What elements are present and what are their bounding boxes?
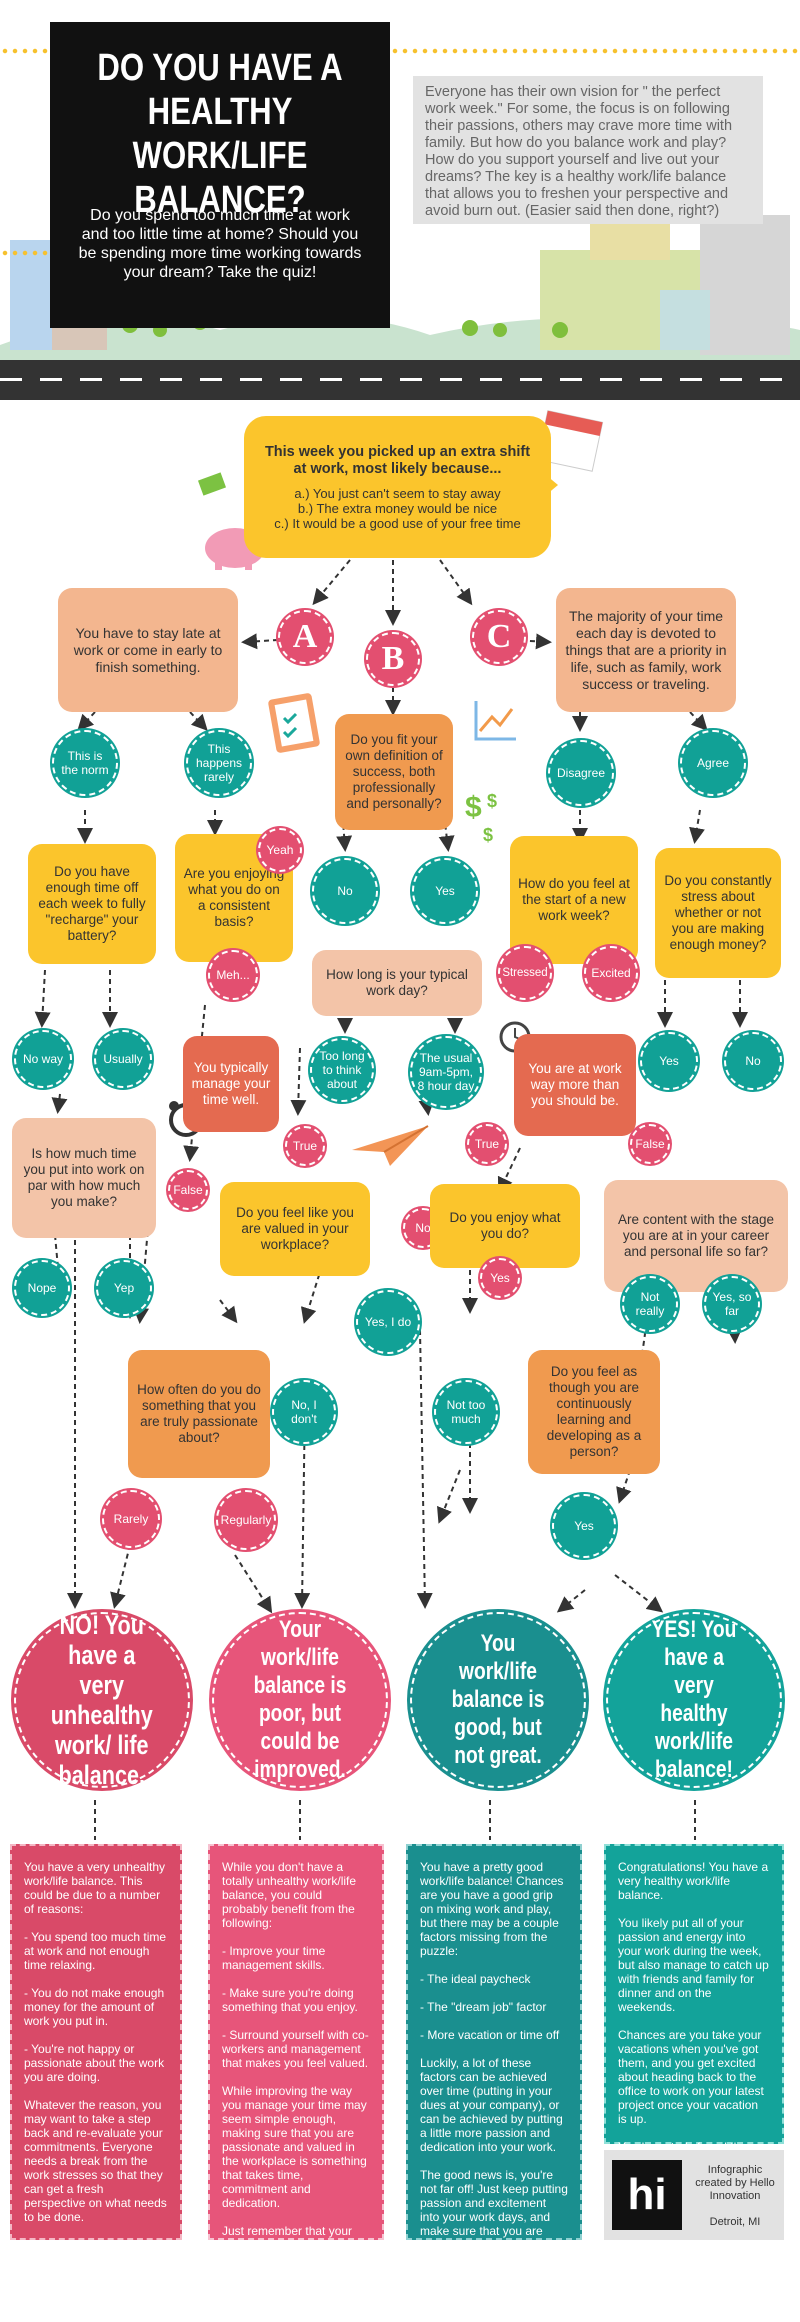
regularly-circle: Regularly bbox=[216, 1490, 276, 1550]
dollar-icon: $ $ $ bbox=[465, 791, 497, 845]
calendar-icon bbox=[537, 410, 604, 472]
a-stay-late-box: You have to stay late at work or come in… bbox=[58, 588, 238, 712]
hello-innovation-logo: hi bbox=[612, 2160, 682, 2230]
this-is-the-norm-circle: This is the norm bbox=[52, 730, 118, 796]
road bbox=[0, 360, 800, 400]
result-circle-healthy: YES! You have a very healthy work/life b… bbox=[606, 1612, 782, 1788]
footer-credit: hi Infographic created by Hello Innovati… bbox=[604, 2150, 784, 2240]
start-question-box: This week you picked up an extra shift a… bbox=[244, 416, 551, 558]
start-box-pointer bbox=[540, 470, 558, 500]
no-way-circle: No way bbox=[14, 1030, 72, 1088]
start-options: a.) You just can't seem to stay away b.)… bbox=[274, 485, 521, 531]
start-question: This week you picked up an extra shift a… bbox=[264, 443, 531, 477]
not-too-much-circle: Not too much bbox=[434, 1380, 498, 1444]
clipboard-icon bbox=[268, 693, 320, 753]
valued-question-box: Do you feel like you are valued in your … bbox=[220, 1182, 370, 1276]
content-question-box: Are content with the stage you are at in… bbox=[604, 1180, 788, 1292]
manage-time-box: You typically manage your time well. bbox=[183, 1036, 279, 1132]
usually-circle: Usually bbox=[94, 1030, 152, 1088]
skyline-illustration bbox=[0, 215, 800, 360]
learning-question-box: Do you feel as though you are continuous… bbox=[528, 1350, 660, 1474]
yes-stress-circle: Yes bbox=[640, 1032, 698, 1090]
meh-circle: Meh... bbox=[208, 950, 258, 1000]
no-stress-circle: No bbox=[724, 1032, 782, 1090]
success-question-box: Do you fit your own definition of succes… bbox=[335, 714, 453, 830]
yes-enjoy-circle: Yes bbox=[480, 1258, 520, 1298]
time-off-question-box: Do you have enough time off each week to… bbox=[28, 844, 156, 964]
agree-circle: Agree bbox=[680, 730, 746, 796]
svg-text:$: $ bbox=[487, 791, 497, 811]
chart-icon bbox=[474, 701, 516, 741]
passionate-question-box: How often do you do something that you a… bbox=[128, 1350, 270, 1478]
dotted-divider bbox=[0, 48, 800, 54]
dotted-divider-left bbox=[0, 250, 60, 256]
true-circle-1: True bbox=[285, 1126, 325, 1166]
usual-9-5-circle: The usual 9am-5pm, 8 hour day bbox=[410, 1036, 482, 1108]
result-text-healthy: Congratulations! You have a very healthy… bbox=[604, 1844, 784, 2168]
yep-circle: Yep bbox=[96, 1260, 152, 1316]
result-circle-unhealthy: NO! You have a very unhealthy work/ life… bbox=[14, 1610, 190, 1790]
too-long-circle: Too long to think about bbox=[310, 1038, 374, 1102]
true-circle-2: True bbox=[467, 1124, 507, 1164]
page-subtitle: Do you spend too much time at work and t… bbox=[78, 207, 362, 281]
option-a-circle: A bbox=[278, 610, 332, 664]
result-circle-poor: Your work/life balance is poor, but coul… bbox=[212, 1612, 388, 1788]
rarely-circle: Rarely bbox=[102, 1490, 160, 1548]
yes-success-circle: Yes bbox=[412, 858, 478, 924]
this-happens-rarely-circle: This happens rarely bbox=[186, 730, 252, 796]
intro-text: Everyone has their own vision for " the … bbox=[413, 76, 763, 224]
yes-learning-circle: Yes bbox=[552, 1494, 616, 1558]
feel-start-question-box: How do you feel at the start of a new wo… bbox=[510, 836, 638, 964]
option-c-circle: C bbox=[472, 610, 526, 664]
disagree-circle: Disagree bbox=[548, 740, 614, 806]
yes-i-do-circle: Yes, I do bbox=[356, 1290, 420, 1354]
result-circle-good: You work/life balance is good, but not g… bbox=[410, 1612, 586, 1788]
no-i-dont-circle: No, I don't bbox=[272, 1380, 336, 1444]
svg-text:$: $ bbox=[465, 791, 482, 824]
not-really-circle: Not really bbox=[622, 1276, 678, 1332]
yes-so-far-circle: Yes, so far bbox=[704, 1276, 760, 1332]
yeah-circle: Yeah bbox=[258, 828, 302, 872]
result-text-unhealthy: You have a very unhealthy work/life bala… bbox=[10, 1844, 182, 2322]
paper-plane-icon bbox=[352, 1125, 429, 1166]
workday-question-box: How long is your typical work day? bbox=[312, 950, 482, 1016]
no-success-circle: No bbox=[312, 858, 378, 924]
footer-location: Detroit, MI bbox=[709, 2216, 761, 2228]
enjoy-question-box: Do you enjoy what you do? bbox=[430, 1184, 580, 1268]
excited-circle: Excited bbox=[584, 946, 638, 1000]
title-box: DO YOU HAVE A HEALTHY WORK/LIFE BALANCE?… bbox=[50, 16, 390, 328]
at-work-too-much-box: You are at work way more than you should… bbox=[514, 1034, 636, 1136]
result-text-poor: While you don't have a totally unhealthy… bbox=[208, 1844, 384, 2294]
svg-text:$: $ bbox=[483, 825, 493, 845]
false-circle-1: False bbox=[168, 1170, 208, 1210]
par-question-box: Is how much time you put into work on pa… bbox=[12, 1118, 156, 1238]
stress-money-question-box: Do you constantly stress about whether o… bbox=[655, 848, 781, 978]
c-priority-box: The majority of your time each day is de… bbox=[556, 588, 736, 712]
option-b-circle: B bbox=[366, 632, 420, 686]
nope-circle: Nope bbox=[14, 1260, 70, 1316]
stressed-circle: Stressed bbox=[498, 946, 552, 1000]
footer-credit-text: Infographic created by Hello Innovation bbox=[695, 2164, 775, 2202]
false-circle-2: False bbox=[630, 1124, 670, 1164]
result-text-good: You have a pretty good work/life balance… bbox=[406, 1844, 582, 2252]
header: DO YOU HAVE A HEALTHY WORK/LIFE BALANCE?… bbox=[0, 0, 800, 400]
page-title: DO YOU HAVE A HEALTHY WORK/LIFE BALANCE? bbox=[97, 47, 343, 221]
